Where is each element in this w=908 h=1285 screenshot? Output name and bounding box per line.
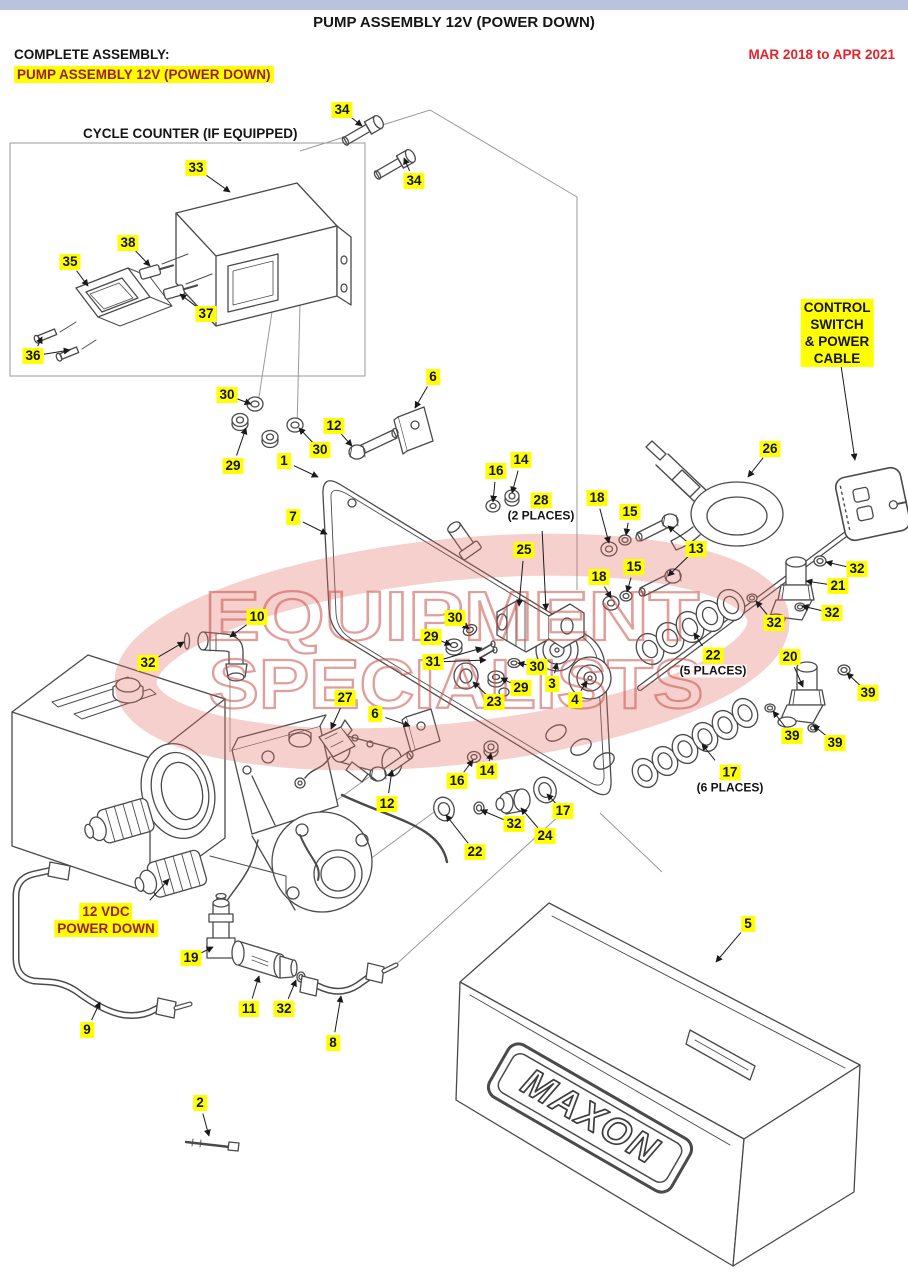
callout-22: 22(5 PLACES) <box>679 647 747 678</box>
stud-hardware-drawing <box>231 396 304 449</box>
callout-21: 21 <box>827 577 849 595</box>
callout-12: 12 <box>376 795 398 813</box>
callout-37: 37 <box>195 305 217 323</box>
callout-16: 16 <box>446 772 468 790</box>
hose-9-drawing <box>12 861 193 1019</box>
callout-34: 34 <box>331 101 353 119</box>
power-cable-coil-drawing <box>645 440 784 551</box>
callout-15: 15 <box>623 558 645 576</box>
cycle-counter-bracket-drawing <box>175 182 352 327</box>
callout-36: 36 <box>22 347 44 365</box>
callout-3: 3 <box>545 675 559 693</box>
elbow-fitting-10-drawing <box>183 631 248 682</box>
valve-cartridge-drawing <box>445 598 585 705</box>
callout-20: 20 <box>779 648 801 666</box>
pump-motor-drawing <box>84 714 449 913</box>
callout-18: 18 <box>586 489 608 507</box>
callout-1: 1 <box>277 452 291 470</box>
complete-assembly-label: COMPLETE ASSEMBLY: <box>14 47 170 62</box>
bolt-washer-set-drawing <box>600 513 682 611</box>
callout-30: 30 <box>526 658 548 676</box>
callout-32: 32 <box>137 654 159 672</box>
callout-22: 22 <box>464 843 486 861</box>
callout-15: 15 <box>619 503 641 521</box>
callout-10: 10 <box>246 608 268 626</box>
callout-30: 30 <box>444 609 466 627</box>
callout-26: 26 <box>759 440 781 458</box>
callout-6: 6 <box>426 368 440 386</box>
mounting-plate-drawing <box>322 480 615 796</box>
callout-29: 29 <box>510 679 532 697</box>
control-switch-drawing <box>637 351 908 691</box>
callout-30: 30 <box>216 386 238 404</box>
top-accent-bar <box>0 0 908 10</box>
bolt-34-drawing <box>341 114 416 180</box>
callout-32: 32 <box>273 1000 295 1018</box>
callout-27: 27 <box>334 689 356 707</box>
callout-24: 24 <box>534 827 556 845</box>
inline-valve-11-drawing <box>231 940 306 983</box>
control-switch-label: CONTROL SWITCH & POWER CABLE <box>800 299 874 367</box>
connector-27-drawing <box>294 719 378 789</box>
callout-39: 39 <box>781 727 803 745</box>
page-title: PUMP ASSEMBLY 12V (POWER DOWN) <box>313 14 595 31</box>
hose-8-drawing <box>299 962 399 997</box>
pin-2-drawing <box>184 1138 240 1152</box>
control-switch-line1: CONTROL SWITCH <box>800 299 874 333</box>
washer-stack-17-drawing <box>631 697 759 789</box>
callout-28: 28(2 PLACES) <box>507 492 575 523</box>
callout-31: 31 <box>422 653 444 671</box>
callout-11: 11 <box>238 1000 260 1018</box>
callout-33: 33 <box>185 159 207 177</box>
callout-39: 39 <box>857 684 879 702</box>
callout-32: 32 <box>821 604 843 622</box>
callout-12: 12 <box>323 417 345 435</box>
callout-32: 32 <box>846 560 868 578</box>
callout-25: 25 <box>513 541 535 559</box>
vdc-line2: POWER DOWN <box>54 920 158 937</box>
callout-14: 14 <box>476 762 498 780</box>
callout-30: 30 <box>309 441 331 459</box>
complete-assembly-value: PUMP ASSEMBLY 12V (POWER DOWN) <box>14 66 274 83</box>
bracket-bolt-upper-drawing <box>348 406 520 513</box>
date-range: MAR 2018 to APR 2021 <box>748 47 895 62</box>
callout-4: 4 <box>568 691 582 709</box>
callout-17: 17(6 PLACES) <box>696 764 764 795</box>
control-switch-line2: & POWER CABLE <box>800 333 874 367</box>
callout-34: 34 <box>403 172 425 190</box>
washer-stack-22-drawing <box>635 588 746 666</box>
callout-9: 9 <box>80 1021 94 1039</box>
callout-38: 38 <box>117 234 139 252</box>
vdc-line1: 12 VDC <box>79 903 133 920</box>
callout-23: 23 <box>483 693 505 711</box>
callout-39: 39 <box>824 734 846 752</box>
callout-18: 18 <box>588 568 610 586</box>
callout-17: 17 <box>552 802 574 820</box>
cover-drawing: MAXON <box>455 902 861 1267</box>
callout-29: 29 <box>222 457 244 475</box>
callout-13: 13 <box>685 540 707 558</box>
callout-35: 35 <box>59 253 81 271</box>
vdc-power-down-label: 12 VDC POWER DOWN <box>54 903 158 937</box>
cycle-counter-label: CYCLE COUNTER (IF EQUIPPED) <box>83 126 298 141</box>
callout-6: 6 <box>368 705 382 723</box>
callout-14: 14 <box>510 451 532 469</box>
callout-5: 5 <box>741 915 755 933</box>
callout-8: 8 <box>326 1034 340 1052</box>
watermark-line2: SPECIALISTS <box>209 645 704 723</box>
callout-2: 2 <box>193 1094 207 1112</box>
callout-29: 29 <box>420 628 442 646</box>
callout-32: 32 <box>503 815 525 833</box>
cycle-counter-drawing <box>33 253 213 362</box>
callout-19: 19 <box>180 949 202 967</box>
callout-16: 16 <box>485 462 507 480</box>
callout-7: 7 <box>286 508 300 526</box>
callout-32: 32 <box>763 614 785 632</box>
